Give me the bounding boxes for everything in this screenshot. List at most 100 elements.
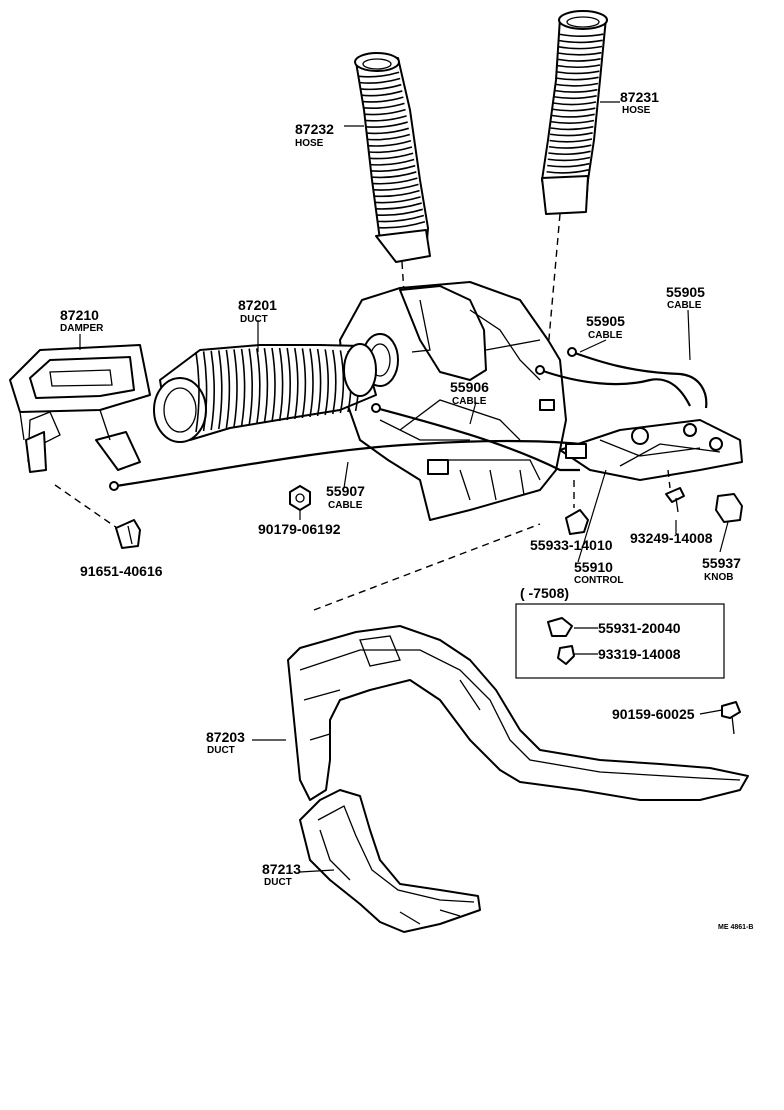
duct-rib bbox=[271, 347, 276, 423]
hose-rib bbox=[556, 64, 601, 69]
part-name: DUCT bbox=[207, 745, 235, 756]
part-number: 55933-14010 bbox=[530, 537, 613, 553]
duct-rib bbox=[210, 350, 215, 431]
part-name: CABLE bbox=[452, 396, 487, 407]
hose-rib bbox=[361, 90, 403, 97]
part-name: KNOB bbox=[704, 572, 733, 583]
hose-rib bbox=[549, 138, 593, 143]
hose-rib bbox=[379, 221, 426, 229]
hose-rib bbox=[360, 83, 402, 91]
hose-rib bbox=[363, 102, 405, 110]
hose-rib bbox=[369, 152, 414, 160]
label-87232: 87232 HOSE bbox=[295, 121, 334, 149]
duct-rib bbox=[256, 348, 261, 425]
heater-unit bbox=[339, 281, 567, 521]
part-name: CABLE bbox=[328, 500, 363, 511]
part-number: 55906 bbox=[450, 379, 489, 395]
knob-55937 bbox=[715, 493, 743, 523]
inset-label: ( -7508) bbox=[520, 585, 569, 601]
part-number: 55907 bbox=[326, 483, 365, 499]
label-87210: 87210 DAMPER bbox=[60, 307, 104, 334]
label-55905-upper: 55905 CABLE bbox=[586, 313, 625, 341]
duct-rib bbox=[286, 347, 291, 421]
part-name: CABLE bbox=[667, 300, 702, 311]
duct-rib bbox=[218, 350, 223, 430]
label-87231: 87231 HOSE bbox=[620, 89, 659, 116]
label-90159-60025: 90159-60025 bbox=[612, 706, 695, 722]
hose-rib bbox=[558, 39, 603, 44]
duct-87213 bbox=[299, 789, 481, 933]
part-number: 55937 bbox=[702, 555, 741, 571]
hose-rib bbox=[549, 132, 593, 137]
duct-rib bbox=[202, 351, 208, 432]
hose-rib bbox=[364, 115, 407, 122]
part-number: 87201 bbox=[238, 297, 277, 313]
label-55907: 55907 CABLE bbox=[326, 483, 365, 511]
hose-rib bbox=[547, 162, 590, 168]
hose-rib bbox=[551, 113, 595, 118]
duct-rib bbox=[316, 348, 322, 417]
bolt-91651-40616 bbox=[115, 519, 141, 549]
part-number: 87232 bbox=[295, 121, 334, 137]
hose-rib bbox=[372, 171, 417, 179]
duct-rib bbox=[294, 348, 299, 420]
duct-rib bbox=[332, 349, 337, 415]
label-55933-14010: 55933-14010 bbox=[530, 537, 613, 553]
hose-rib bbox=[555, 70, 600, 75]
screw-93249-14008 bbox=[665, 487, 685, 513]
label-55906: 55906 CABLE bbox=[450, 379, 489, 407]
part-number: 91651-40616 bbox=[80, 563, 163, 579]
label-93249-14008: 93249-14008 bbox=[630, 530, 713, 546]
hose-rib bbox=[374, 189, 420, 198]
hose-rib bbox=[552, 107, 596, 112]
label-93319-14008: 93319-14008 bbox=[598, 646, 681, 662]
clip-55933-14010 bbox=[565, 509, 589, 535]
hose-rib bbox=[376, 202, 422, 210]
hose-rib bbox=[557, 51, 602, 56]
part-name: DAMPER bbox=[60, 323, 104, 334]
part-name: DUCT bbox=[240, 314, 268, 325]
hose-rib bbox=[374, 183, 419, 191]
part-number: 55910 bbox=[574, 559, 613, 575]
duct-rib bbox=[263, 348, 269, 424]
label-55931-20040: 55931-20040 bbox=[598, 620, 681, 636]
duct-rib bbox=[240, 348, 246, 427]
part-name: HOSE bbox=[622, 105, 651, 116]
part-name: CABLE bbox=[588, 330, 623, 341]
hose-rib bbox=[550, 125, 594, 131]
hose-rib bbox=[359, 77, 401, 84]
cable-55905-upper bbox=[567, 347, 708, 409]
label-91651-40616: 91651-40616 bbox=[80, 563, 163, 579]
part-number: 93249-14008 bbox=[630, 530, 713, 546]
part-number: 90159-60025 bbox=[612, 706, 695, 722]
part-number: 55905 bbox=[666, 284, 705, 300]
duct-rib bbox=[301, 348, 307, 419]
part-number: 87203 bbox=[206, 729, 245, 745]
duct-rib bbox=[225, 349, 231, 429]
hose-rib bbox=[365, 121, 408, 128]
hose-rib bbox=[358, 71, 400, 78]
duct-rib bbox=[195, 351, 200, 433]
cable-55907 bbox=[109, 439, 581, 491]
hose-rib bbox=[554, 82, 599, 87]
damper-87210 bbox=[9, 344, 151, 473]
label-87203: 87203 DUCT bbox=[206, 729, 245, 756]
label-87201: 87201 DUCT bbox=[238, 297, 277, 325]
bolt-90159-60025 bbox=[721, 701, 741, 735]
duct-rib bbox=[339, 350, 345, 414]
hose-87231 bbox=[541, 10, 608, 215]
hose-rib bbox=[558, 45, 603, 50]
part-number: 93319-14008 bbox=[598, 646, 681, 662]
hose-rib bbox=[367, 133, 411, 141]
part-name: DUCT bbox=[264, 877, 292, 888]
cable-55906 bbox=[371, 403, 580, 472]
duct-rib bbox=[233, 349, 238, 428]
duct-rib bbox=[324, 349, 329, 416]
hose-rib bbox=[373, 177, 418, 185]
hose-rib bbox=[368, 140, 412, 147]
part-number: 55931-20040 bbox=[598, 620, 681, 636]
cable-55905-lower bbox=[535, 365, 691, 407]
duct-87203 bbox=[287, 625, 749, 801]
duct-87201 bbox=[153, 343, 377, 443]
